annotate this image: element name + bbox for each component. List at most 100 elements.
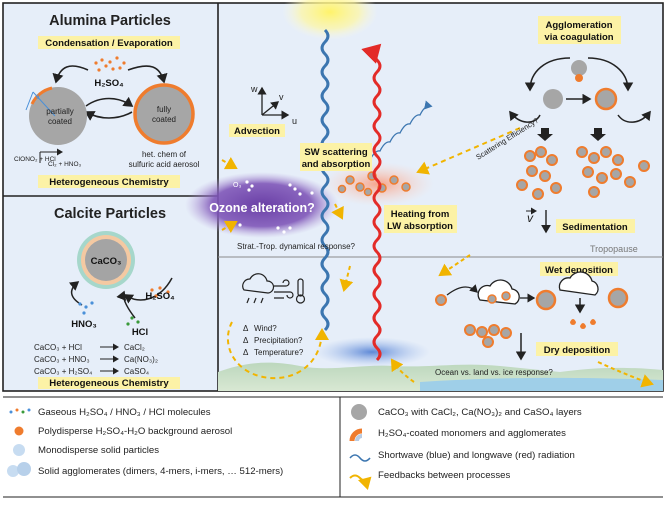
partially-label-2: coated [48, 117, 72, 126]
het-chem-label-1: het. chem of [142, 150, 187, 159]
dry-deposition-label-bg [536, 342, 618, 356]
reaction-3-right: CaSO₄ [124, 367, 149, 376]
legend: Gaseous H₂SO₄ / HNO₃ / HCl molecules Pol… [3, 396, 663, 498]
legend-wave-swatch [349, 454, 371, 462]
sedimentation-label-bg [556, 219, 635, 233]
legend-coated-swatch [349, 428, 363, 442]
alumina-panel: Alumina Particles Condensation / Evapora… [14, 13, 200, 188]
condensation-label: Condensation / Evaporation [45, 38, 173, 49]
legend-gas-swatch [9, 408, 31, 414]
partially-label-1: partially [46, 107, 74, 116]
het-chem-label-2: sulfuric acid aerosol [129, 160, 200, 169]
sw-label-bg [300, 143, 372, 171]
reaction-output: Cl₂ + HNO₃ [48, 161, 82, 168]
reaction-input: ClONO₂ + HCl [14, 156, 56, 163]
legend-aerosol-swatch [14, 426, 24, 436]
fully-coated-particle [133, 83, 195, 145]
tropopause-label: Tropopause [590, 244, 638, 254]
calcite-hcl: HCl [132, 327, 148, 338]
legend-coated: H₂SO₄-coated monomers and agglomerates [378, 428, 566, 439]
calcite-het-chem: Heterogeneous Chemistry [49, 378, 169, 389]
alumina-title: Alumina Particles [49, 13, 171, 29]
wet-deposition-label: Wet deposition [545, 265, 613, 276]
reaction-1-right: CaCl₂ [124, 343, 145, 352]
alumina-h2so4: H₂SO₄ [94, 78, 124, 89]
raindrop-3 [590, 319, 596, 325]
legend-solid-swatch [13, 444, 25, 456]
ocean-response-label: Ocean vs. land vs. ice response? [435, 368, 553, 377]
dry-deposition-label: Dry deposition [544, 345, 611, 356]
wind-label: Wind? [254, 324, 277, 333]
agglomeration-label-bg [538, 16, 621, 44]
raindrop-1 [570, 319, 576, 325]
sedimentation-label: Sedimentation [562, 222, 628, 233]
feedback-arrows [221, 127, 654, 388]
partially-coated-particle [29, 87, 87, 145]
temp-label: Temperature? [254, 348, 304, 357]
advection-label: Advection [234, 126, 280, 137]
delta-wind: Δ [243, 324, 249, 333]
center-panel: Tropopause Ozone alteration? O₃ [185, 0, 663, 380]
calcite-title: Calcite Particles [54, 206, 166, 222]
legend-calcite: CaCO₃ with CaCl₂, Ca(NO₃)₂ and CaSO₄ lay… [378, 407, 582, 418]
calcite-reactions: CaCO₃ + HCl CaCl₂ CaCO₃ + HNO₃ Ca(NO₃)₂ … [34, 343, 158, 376]
velocity-symbol: v [527, 211, 534, 225]
alumina-het-chem-bg [38, 175, 180, 188]
feedback-loop [226, 321, 329, 380]
legend-feedback-swatch [349, 474, 372, 491]
reaction-1-left: CaCO₃ + HCl [34, 343, 82, 352]
fully-label-1: fully [157, 105, 171, 114]
heating-label-1: Heating from [391, 209, 450, 220]
calcite-core [85, 239, 127, 281]
reaction-3-left: CaCO₃ + H₂SO₄ [34, 367, 92, 376]
agglom-right-particle [594, 87, 618, 111]
calcite-hno3: HNO₃ [71, 319, 97, 330]
precip-label: Precipitation? [254, 336, 303, 345]
strat-trop-label: Strat.-Trop. dynamical response? [237, 242, 356, 251]
weather-icons [242, 273, 306, 304]
axis-v: v [279, 92, 284, 102]
alumina-het-chem: Heterogeneous Chemistry [49, 177, 169, 188]
ozone-label: Ozone alteration? [209, 201, 315, 215]
reaction-2-left: CaCO₃ + HNO₃ [34, 355, 90, 364]
legend-gas: Gaseous H₂SO₄ / HNO₃ / HCl molecules [38, 407, 211, 418]
calcite-core-label: CaCO₃ [91, 256, 122, 267]
legend-solid: Monodisperse solid particles [38, 445, 159, 456]
o3-label: O₃ [233, 182, 241, 189]
sun [282, 0, 378, 40]
lower-blue-cloud [314, 337, 430, 367]
agglom-left-particle [543, 89, 563, 109]
sw-label-1: SW scattering [304, 147, 368, 158]
sw-radiation-wave [320, 28, 330, 332]
wind-icon [274, 279, 294, 299]
fully-label-2: coated [152, 115, 176, 124]
legend-calcite-swatch [351, 404, 367, 420]
ozone-cloud [185, 172, 339, 238]
ocean-strip [420, 377, 663, 391]
axis-u: u [292, 116, 297, 126]
advection-axes: w v u [250, 84, 297, 126]
theta-label: θ [36, 95, 40, 101]
legend-agglomerate: Solid agglomerates (dimers, 4-mers, i-me… [38, 466, 283, 477]
condensation-label-bg [38, 36, 180, 49]
heating-region [322, 162, 434, 206]
thermometer-icon [297, 278, 304, 297]
delta-precip: Δ [243, 336, 249, 345]
advection-label-bg [229, 124, 285, 137]
sedimenting-particles [516, 146, 650, 200]
wet-deposition-cloud-2 [558, 271, 599, 296]
raindrop-2 [580, 323, 586, 329]
legend-feedback: Feedbacks between processes [378, 470, 510, 481]
ozone-molecules [238, 180, 314, 234]
wet-deposition-label-bg [540, 262, 618, 276]
h2so4-molecules-alumina [94, 56, 126, 72]
agglomeration-label-1: Agglomeration [545, 20, 612, 31]
lw-radiation-wave [361, 43, 382, 362]
calcite-het-chem-bg [38, 377, 180, 389]
heating-label-2: LW absorption [387, 221, 453, 232]
agglom-gray-particle [571, 60, 587, 76]
calcite-panel: Calcite Particles CaCO₃ H₂SO₄ HNO₃ HCl C… [34, 206, 180, 389]
legend-agglomerate-swatch [7, 462, 31, 477]
calcite-h2so4: H₂SO₄ [145, 291, 175, 302]
